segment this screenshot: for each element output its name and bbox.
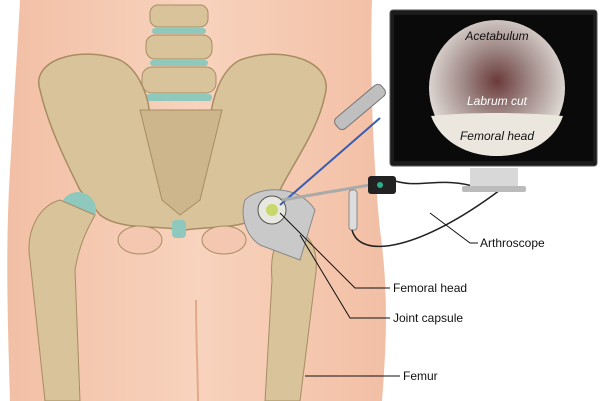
acetabulum-screen-label: Acetabulum	[464, 29, 528, 43]
femoral-head-screen-label: Femoral head	[460, 129, 534, 143]
joint-capsule-label: Joint capsule	[393, 311, 463, 325]
femur-label: Femur	[403, 369, 438, 383]
pelvis	[37, 53, 327, 255]
left-femur	[28, 192, 96, 401]
right-femur	[242, 189, 317, 401]
leader-lines	[279, 212, 478, 377]
arthroscope-instruments	[279, 83, 501, 248]
lumbar-spine	[141, 4, 217, 101]
femoral-head-label: Femoral head	[393, 281, 467, 295]
arthroscope-label: Arthroscope	[480, 236, 545, 250]
monitor: Acetabulum Labrum cut Femoral head	[389, 9, 598, 192]
labrum-cut-screen-label: Labrum cut	[467, 94, 528, 108]
